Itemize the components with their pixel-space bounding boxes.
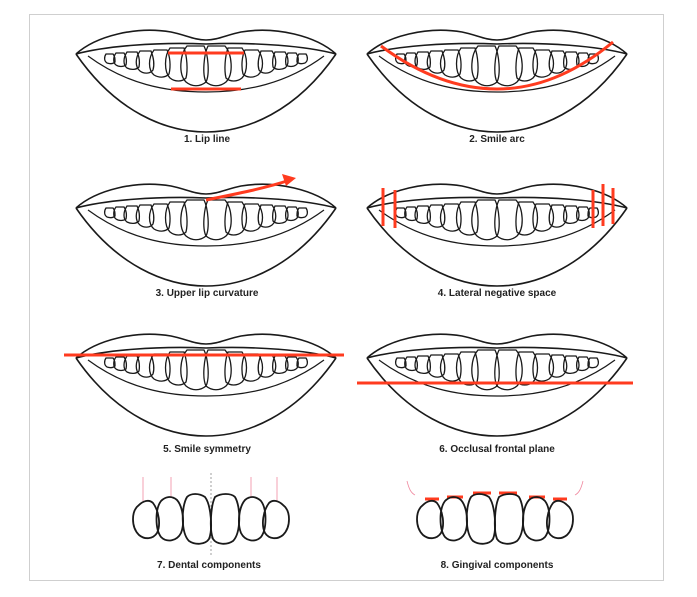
gingival-marks	[425, 491, 567, 501]
upper-lip-curvature-arrow	[205, 178, 291, 202]
panel-4-lateral-negative-space	[366, 183, 628, 287]
caption-4: 4. Lateral negative space	[438, 288, 557, 299]
panel-2-smile-arc	[366, 29, 628, 133]
caption-5: 5. Smile symmetry	[163, 444, 251, 455]
panel-1-lip-line	[75, 29, 337, 133]
panel-3-upper-lip-curvature	[75, 174, 337, 287]
arrowhead-icon	[282, 174, 296, 186]
lateral-negative-space-bars	[381, 184, 615, 228]
caption-3: 3. Upper lip curvature	[156, 288, 259, 299]
smile-arc-curve	[380, 40, 614, 91]
caption-2: 2. Smile arc	[469, 134, 525, 145]
panel-5-smile-symmetry	[64, 333, 344, 437]
caption-7: 7. Dental components	[157, 560, 261, 571]
panel-6-occlusal-frontal-plane	[357, 333, 633, 437]
panel-8-gingival-components	[406, 480, 584, 545]
figure-frame	[29, 14, 664, 581]
caption-1: 1. Lip line	[184, 134, 231, 145]
caption-8: 8. Gingival components	[441, 560, 554, 571]
panel-7-dental-components	[132, 473, 290, 555]
caption-6: 6. Occlusal frontal plane	[439, 444, 555, 455]
